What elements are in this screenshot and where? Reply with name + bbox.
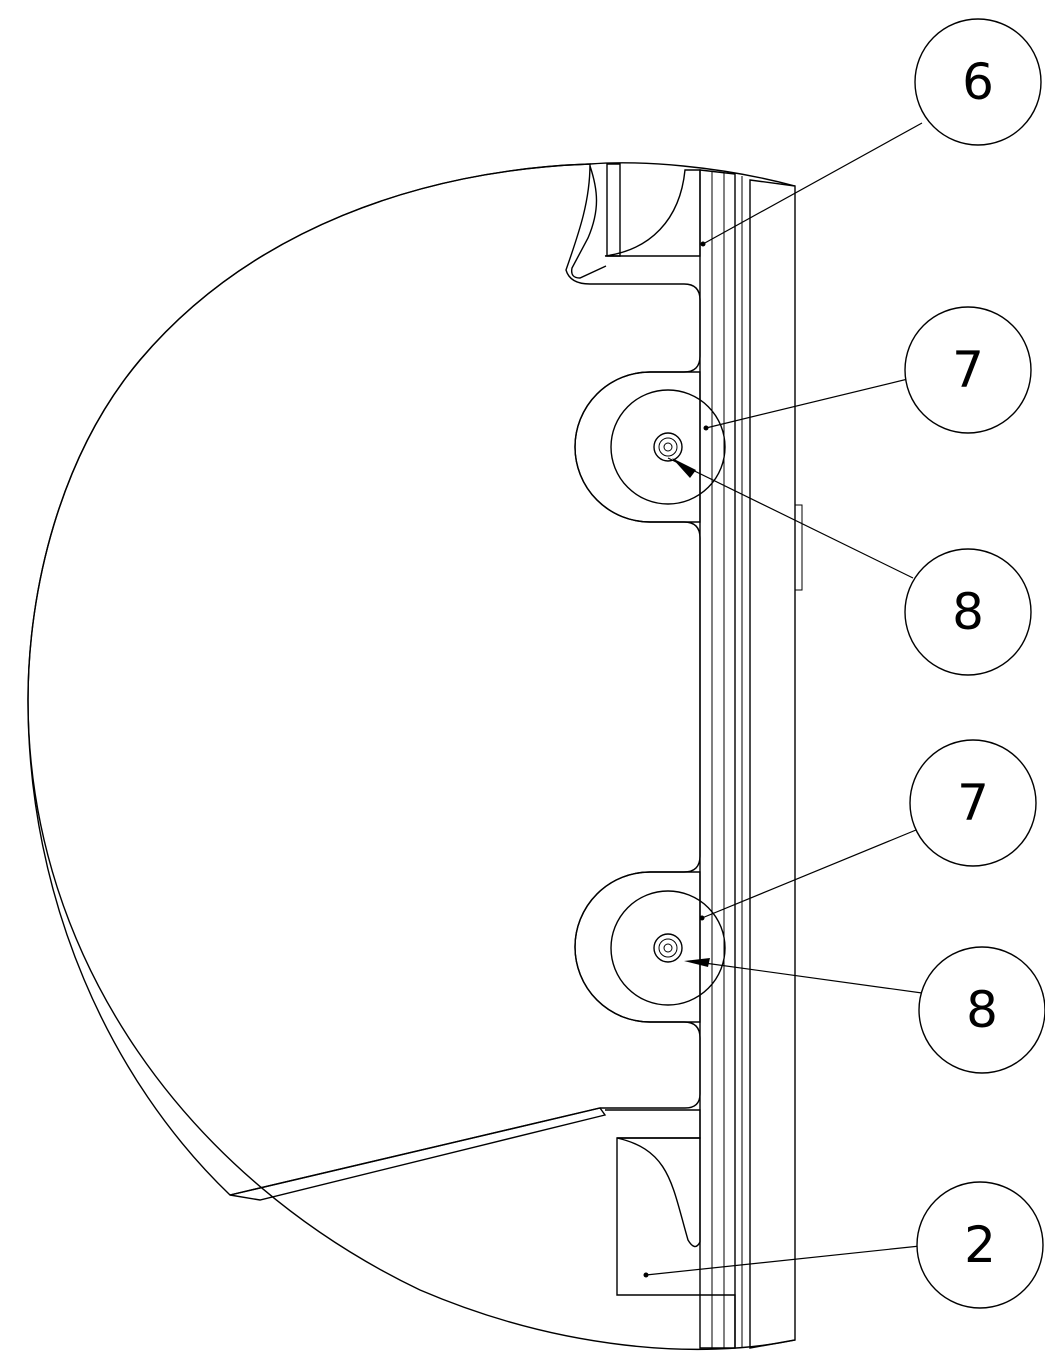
lower-roller-core-outer <box>653 933 683 963</box>
upper-lip <box>570 165 607 279</box>
callout-6: 6 <box>914 18 1042 146</box>
leader-2 <box>645 1245 921 1276</box>
callout-label: 2 <box>964 1216 996 1274</box>
callout-label: 6 <box>962 53 994 111</box>
lower-housing-block <box>605 1109 736 1348</box>
callout-label: 8 <box>966 981 998 1039</box>
right-edge-step <box>795 504 803 591</box>
callout-bubble <box>904 548 1032 676</box>
callout-8-lower: 8 <box>918 946 1045 1074</box>
callout-label: 7 <box>957 774 989 832</box>
callout-2: 2 <box>916 1181 1044 1309</box>
lower-roller <box>610 890 726 1006</box>
lower-roller-core-mid <box>658 938 678 958</box>
callout-bubble <box>914 18 1042 146</box>
leader-8-upper <box>667 457 914 579</box>
callout-bubble <box>909 739 1037 867</box>
callout-bubble <box>904 306 1032 434</box>
callout-7-lower: 7 <box>909 739 1037 867</box>
callout-label: 7 <box>952 341 984 399</box>
lower-bore-groove <box>574 871 701 1023</box>
callout-label: 8 <box>952 583 984 641</box>
upper-roller <box>610 389 726 505</box>
leader-dot-6 <box>700 241 706 247</box>
callout-bubble <box>916 1181 1044 1309</box>
leader-arrow-8-lower <box>684 958 710 967</box>
leader-arrow-8-upper <box>672 458 696 478</box>
upper-roller-core-mid <box>658 437 678 457</box>
main-body-section <box>27 163 701 1196</box>
lower-wedge-section <box>229 1107 607 1201</box>
leader-dot-7-upper <box>703 425 709 431</box>
upper-roller-core-inner <box>663 442 673 452</box>
callout-bubble <box>918 946 1045 1074</box>
detail-boundary-arc <box>27 162 796 1351</box>
upper-roller-core-outer <box>653 432 683 462</box>
leader-dot-7-lower <box>699 915 705 921</box>
callout-7-upper: 7 <box>904 306 1032 434</box>
leader-8-lower <box>689 960 923 994</box>
lower-roller-core-inner <box>663 943 673 953</box>
leader-dot-2 <box>643 1272 649 1278</box>
upper-bore-groove <box>574 371 701 523</box>
leader-6 <box>702 122 923 245</box>
upper-retainer <box>606 163 621 257</box>
leader-7-upper <box>705 377 913 429</box>
upper-retainer-curve <box>604 169 701 257</box>
leader-7-lower <box>701 829 917 919</box>
thin-strip-section <box>699 169 736 1349</box>
right-plate-section <box>749 179 796 1349</box>
lower-fin <box>616 1137 701 1248</box>
callout-8-upper: 8 <box>904 548 1032 676</box>
